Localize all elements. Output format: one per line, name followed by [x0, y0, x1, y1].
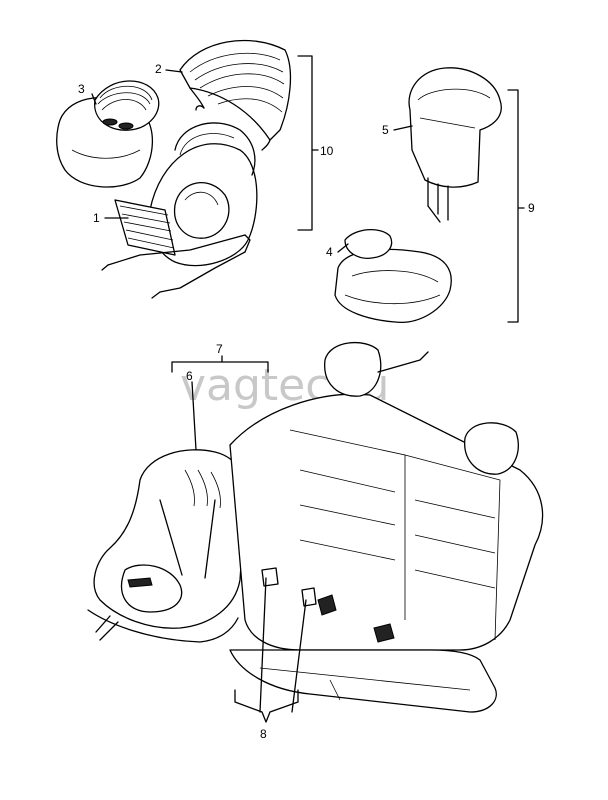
callout-4: 4 — [326, 245, 333, 259]
head-cushion-insert — [56, 80, 160, 188]
callout-9: 9 — [528, 201, 535, 215]
callout-6: 6 — [186, 369, 193, 383]
booster-backrest — [408, 67, 502, 223]
callout-1: 1 — [93, 211, 100, 225]
canopy-sunshade — [179, 39, 292, 151]
callout-10: 10 — [320, 144, 334, 158]
infant-carrier-seat — [101, 122, 258, 299]
callout-2: 2 — [155, 62, 162, 76]
callout-7: 7 — [216, 342, 223, 356]
callout-labels: 3 2 1 5 4 10 9 7 6 8 — [78, 62, 535, 741]
booster-cushion — [334, 229, 452, 323]
callout-3: 3 — [78, 82, 85, 96]
child-seat — [87, 449, 247, 643]
callout-5: 5 — [382, 123, 389, 137]
callout-8: 8 — [260, 727, 267, 741]
vehicle-rear-seat-bench — [229, 341, 544, 713]
leader-lines — [91, 55, 525, 723]
